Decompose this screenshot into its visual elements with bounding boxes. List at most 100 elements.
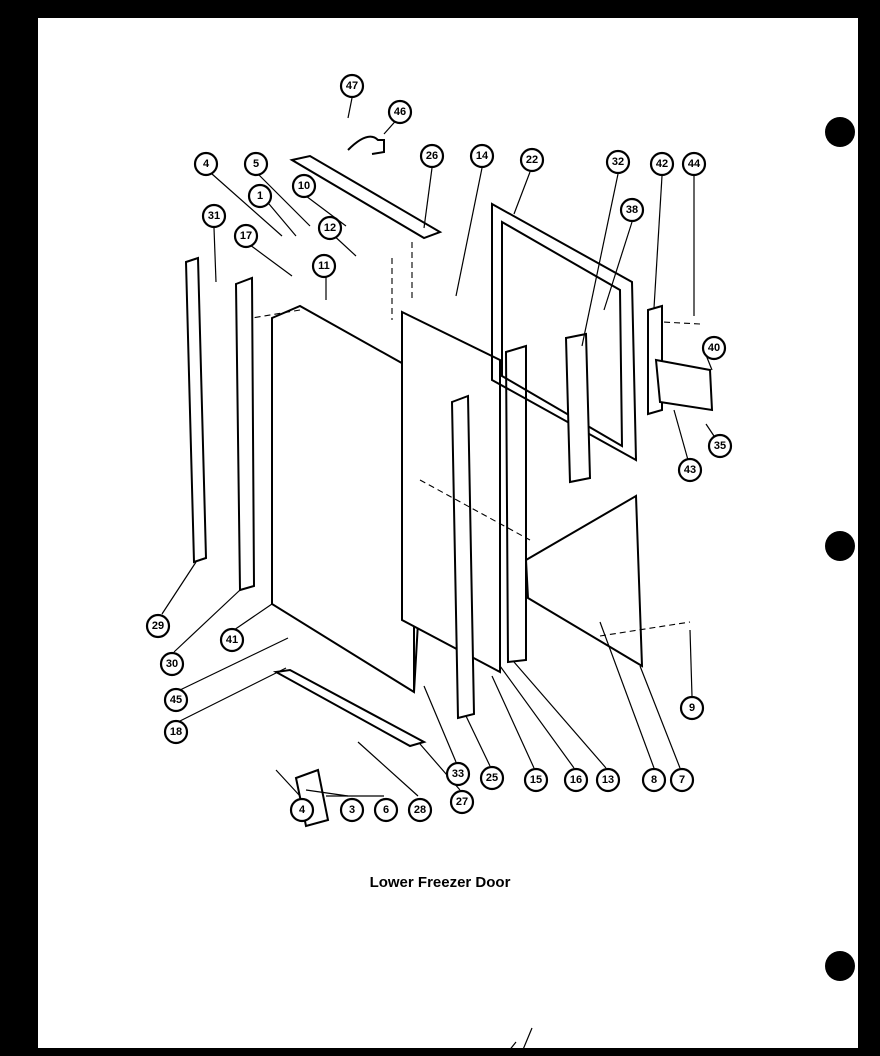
- punch-hole: [825, 531, 855, 561]
- trim-strip: [234, 276, 256, 592]
- callout-33: 33: [445, 761, 471, 787]
- callout-27: 27: [449, 789, 475, 815]
- svg-text:45: 45: [170, 694, 182, 706]
- callout-44: 44: [681, 151, 707, 177]
- svg-text:12: 12: [324, 222, 336, 234]
- door-handle: [654, 358, 714, 412]
- callout-28: 28: [407, 797, 433, 823]
- svg-text:35: 35: [714, 440, 726, 452]
- callout-17: 17: [233, 223, 259, 249]
- callout-11: 11: [311, 253, 337, 279]
- callout-4-top: 4: [193, 151, 219, 177]
- callout-14: 14: [469, 143, 495, 169]
- svg-text:33: 33: [452, 768, 464, 780]
- svg-text:4: 4: [299, 804, 306, 816]
- callout-29: 29: [145, 613, 171, 639]
- callout-26: 26: [419, 143, 445, 169]
- frame-gasket-inner: [501, 220, 624, 448]
- svg-text:26: 26: [426, 150, 438, 162]
- callout-16: 16: [563, 767, 589, 793]
- callout-22: 22: [519, 147, 545, 173]
- svg-text:42: 42: [656, 158, 668, 170]
- svg-text:43: 43: [684, 464, 696, 476]
- callout-38: 38: [619, 197, 645, 223]
- svg-text:27: 27: [456, 796, 468, 808]
- callout-5: 5: [243, 151, 269, 177]
- callout-25: 25: [479, 765, 505, 791]
- svg-text:29: 29: [152, 620, 164, 632]
- breaker-strip: [564, 332, 592, 484]
- svg-text:14: 14: [476, 150, 489, 162]
- svg-text:13: 13: [602, 774, 614, 786]
- svg-text:47: 47: [346, 80, 358, 92]
- callout-47: 47: [339, 73, 365, 99]
- svg-text:15: 15: [530, 774, 542, 786]
- svg-text:44: 44: [688, 158, 701, 170]
- punch-hole: [825, 117, 855, 147]
- svg-text:8: 8: [651, 774, 657, 786]
- callout-18: 18: [163, 719, 189, 745]
- svg-text:16: 16: [570, 774, 582, 786]
- svg-text:31: 31: [208, 210, 220, 222]
- svg-text:4: 4: [203, 158, 210, 170]
- callout-12: 12: [317, 215, 343, 241]
- callout-9: 9: [679, 695, 705, 721]
- callout-43: 43: [677, 457, 703, 483]
- svg-text:3: 3: [349, 804, 355, 816]
- callout-15: 15: [523, 767, 549, 793]
- top-hinge-bracket: [289, 154, 443, 240]
- svg-text:40: 40: [708, 342, 720, 354]
- callout-31: 31: [201, 203, 227, 229]
- svg-text:9: 9: [689, 702, 695, 714]
- side-rail-right: [504, 344, 527, 664]
- svg-text:11: 11: [318, 260, 330, 272]
- svg-text:1: 1: [257, 190, 263, 202]
- callout-13: 13: [595, 767, 621, 793]
- scan-mark: [507, 1027, 533, 1053]
- callout-41: 41: [219, 627, 245, 653]
- svg-text:17: 17: [240, 230, 252, 242]
- callout-3: 3: [339, 797, 365, 823]
- svg-text:22: 22: [526, 154, 538, 166]
- alignment-line: [419, 479, 531, 541]
- callout-42: 42: [649, 151, 675, 177]
- gasket-strip: [184, 256, 208, 564]
- alignment-line: [661, 321, 701, 325]
- svg-text:18: 18: [170, 726, 182, 738]
- callout-32: 32: [605, 149, 631, 175]
- svg-text:28: 28: [414, 804, 426, 816]
- hinge-spring: [347, 135, 385, 155]
- inner-liner: [401, 310, 501, 674]
- callout-46: 46: [387, 99, 413, 125]
- svg-text:41: 41: [226, 634, 238, 646]
- svg-text:5: 5: [253, 158, 259, 170]
- callout-40: 40: [701, 335, 727, 361]
- callout-4-bottom: 4: [289, 797, 315, 823]
- alignment-line: [599, 621, 691, 637]
- callout-1: 1: [247, 183, 273, 209]
- svg-text:6: 6: [383, 804, 389, 816]
- svg-text:38: 38: [626, 204, 638, 216]
- callout-8: 8: [641, 767, 667, 793]
- bottom-gasket: [524, 494, 644, 668]
- callout-35: 35: [707, 433, 733, 459]
- svg-text:46: 46: [394, 106, 406, 118]
- diagram-caption: Lower Freezer Door: [369, 874, 511, 891]
- svg-text:32: 32: [612, 156, 624, 168]
- callout-6: 6: [373, 797, 399, 823]
- side-rail: [450, 394, 476, 720]
- punch-hole: [825, 951, 855, 981]
- frame-gasket: [491, 202, 638, 462]
- leader-lines: [161, 97, 715, 797]
- svg-text:30: 30: [166, 658, 178, 670]
- bottom-bracket: [272, 668, 427, 748]
- svg-text:7: 7: [679, 774, 685, 786]
- callout-7: 7: [669, 767, 695, 793]
- callout-30: 30: [159, 651, 185, 677]
- svg-text:25: 25: [486, 772, 498, 784]
- svg-text:10: 10: [298, 180, 310, 192]
- callout-10: 10: [291, 173, 317, 199]
- alignment-line: [251, 309, 301, 319]
- callout-45: 45: [163, 687, 189, 713]
